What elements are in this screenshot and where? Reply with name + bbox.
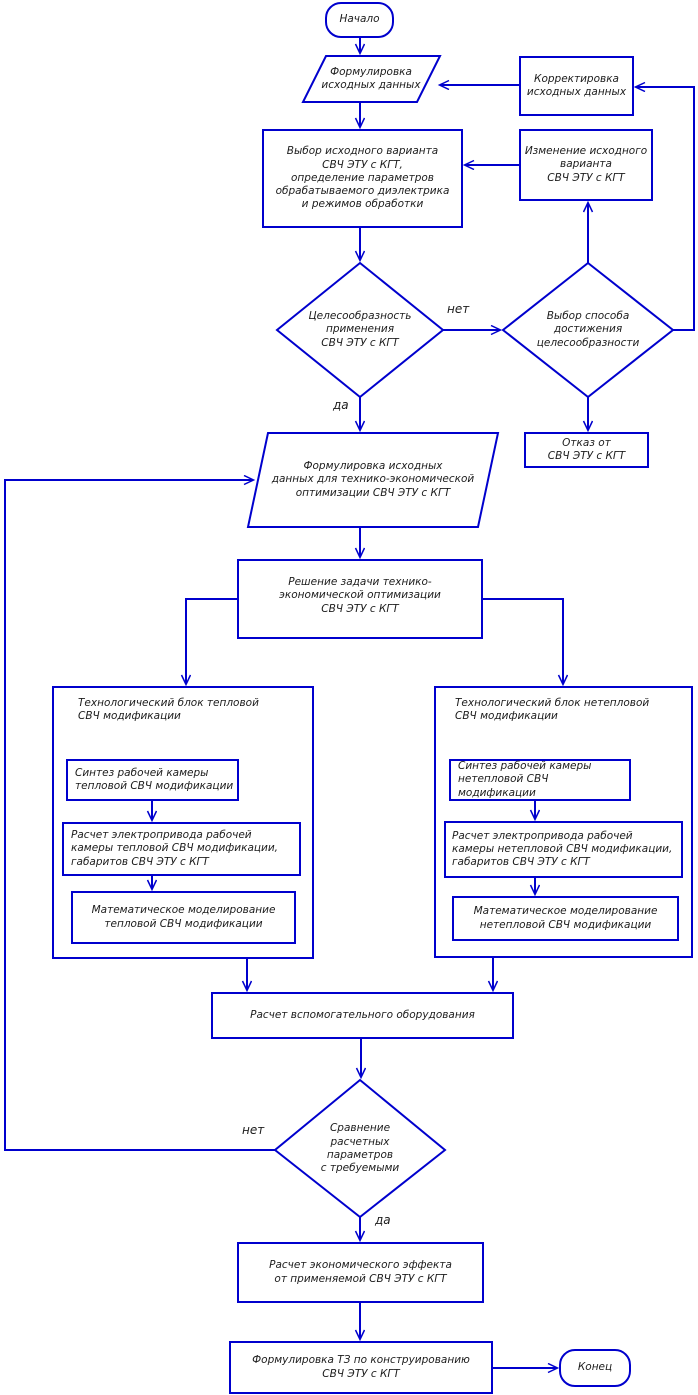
select-variant-box — [262, 129, 463, 228]
edge-solve-to-thermal — [186, 598, 238, 684]
correction-box — [519, 56, 634, 116]
change-variant-box — [519, 129, 653, 201]
feasibility-diamond — [275, 261, 445, 399]
formulate-opt-parallelogram — [246, 432, 500, 528]
formulate-data-parallelogram — [301, 55, 442, 103]
edge-label-no-top: нет — [447, 302, 470, 316]
compare-diamond — [273, 1078, 447, 1219]
edge-waychoice-to-correction — [636, 87, 695, 331]
edge-label-no-bottom: нет — [242, 1123, 265, 1137]
tz-box — [229, 1341, 493, 1394]
nonthermal-drive-box — [444, 821, 683, 878]
edge-label-yes-top: да — [333, 398, 349, 412]
edge-solve-to-nonthermal — [482, 598, 563, 684]
start-terminator — [325, 2, 394, 38]
nonthermal-model-box — [452, 896, 679, 941]
econ-effect-box — [237, 1242, 484, 1303]
thermal-synthesis-box — [66, 759, 239, 801]
nonthermal-synthesis-box — [449, 759, 631, 801]
aux-equipment-box — [211, 992, 514, 1039]
end-terminator — [559, 1349, 631, 1387]
edge-label-yes-bottom: да — [375, 1213, 391, 1227]
thermal-drive-box — [62, 822, 301, 876]
reject-box — [524, 432, 649, 468]
way-choice-diamond — [501, 261, 675, 399]
edge-compare-no-feedback — [4, 480, 275, 1151]
solve-opt-box — [237, 559, 483, 639]
thermal-model-box — [71, 891, 296, 944]
